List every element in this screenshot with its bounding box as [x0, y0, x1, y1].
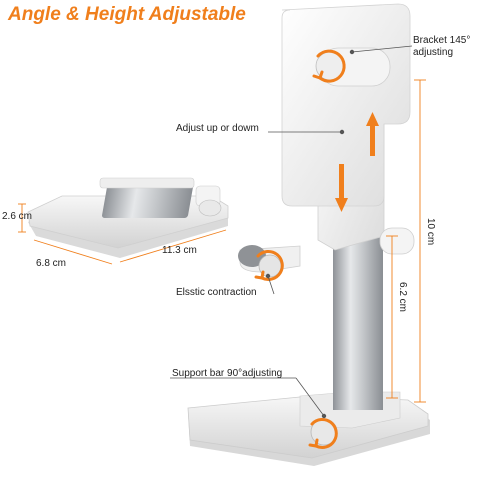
callout-leader-lines	[170, 45, 413, 419]
rotation-arrow-icons	[254, 49, 346, 449]
height-dimension-lines	[386, 79, 426, 403]
folded-stand	[27, 177, 229, 258]
page-title: Angle & Height Adjustable	[8, 4, 246, 25]
dimension-total-height: 10 cm	[425, 218, 436, 246]
adjust-callout: Adjust up or dowm	[176, 123, 259, 134]
dimension-folded-width: 6.8 cm	[36, 258, 67, 269]
bracket-callout-line2: adjusting	[413, 47, 454, 58]
dimension-folded-height: 2.6 cm	[2, 211, 33, 222]
support-bar-callout: Support bar 90°adjusting	[172, 368, 283, 379]
main-stand	[187, 3, 430, 466]
elastic-callout: Elsstic contraction	[176, 287, 257, 298]
height-adjust-arrows	[335, 112, 379, 212]
folded-dimension-lines	[18, 203, 227, 265]
dimension-folded-length: 11.3 cm	[162, 245, 197, 256]
dimension-pole-height: 6.2 cm	[397, 282, 408, 313]
bracket-callout-line1: Bracket 145°	[413, 35, 471, 46]
